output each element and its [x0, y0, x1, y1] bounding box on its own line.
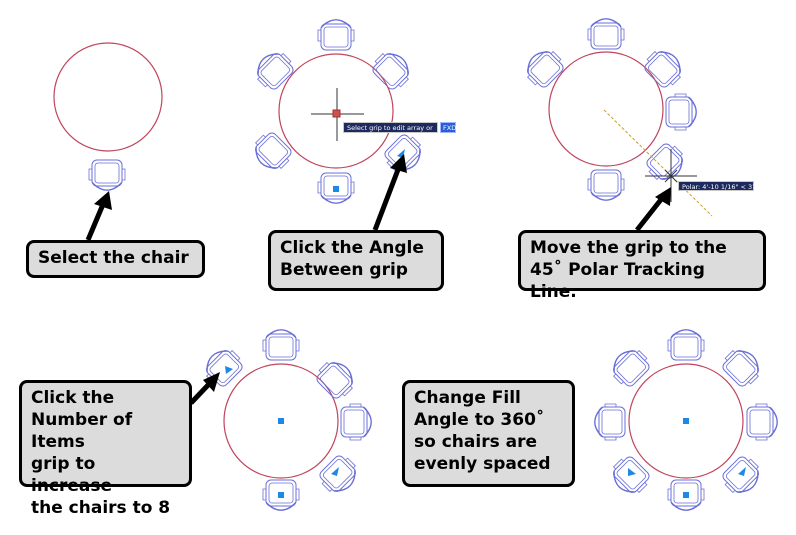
chair — [587, 18, 625, 50]
chair — [667, 329, 705, 361]
panel-5-fill — [594, 329, 778, 511]
center-grip[interactable] — [333, 186, 339, 192]
callout-angle-between: Click the Angle Between grip — [268, 230, 444, 291]
chair — [587, 169, 625, 201]
callout-fill-angle: Change Fill Angle to 360˚ so chairs are … — [402, 380, 575, 487]
chair-grip[interactable] — [278, 492, 284, 498]
panel-4-number — [189, 329, 372, 511]
polar-tracking-line — [603, 109, 713, 217]
table-circle — [223, 363, 339, 479]
arrow-head — [655, 187, 671, 206]
chair — [519, 43, 568, 92]
table-circle — [628, 363, 744, 479]
center-grip[interactable] — [683, 418, 689, 424]
panel-1-select — [53, 42, 163, 241]
chair — [317, 19, 355, 51]
chair — [718, 452, 767, 501]
grip-tooltip: Select grip to edit array or — [343, 122, 455, 133]
pointer-arrow — [189, 381, 212, 405]
pointer-arrow — [635, 195, 665, 232]
arrow-head — [94, 191, 112, 210]
chair — [594, 403, 626, 441]
chair — [249, 45, 298, 94]
center-grip[interactable] — [278, 418, 284, 424]
chair-grip[interactable] — [683, 492, 689, 498]
chair — [368, 45, 417, 94]
chair — [247, 128, 296, 177]
table-circle — [278, 53, 394, 169]
table-circle — [548, 51, 664, 167]
panel-3-polar — [519, 18, 713, 232]
chair — [340, 403, 372, 441]
number-of-items-grip[interactable] — [628, 468, 636, 476]
chair — [640, 43, 689, 92]
panel-2-angle — [247, 19, 429, 231]
polar-readout-tooltip: Polar: 4'-10 1/16" < 315° — [678, 181, 764, 191]
callout-number-items: Click the Number of Items grip to increa… — [19, 380, 192, 518]
angle-grip[interactable] — [331, 467, 339, 476]
chair — [718, 342, 767, 391]
grip-input-field[interactable]: FXD — [440, 122, 456, 133]
cursor-box — [332, 109, 341, 118]
pointer-arrow — [372, 166, 402, 231]
cursor-x — [664, 169, 678, 183]
chair — [746, 403, 778, 441]
chair — [605, 342, 654, 391]
pointer-arrow — [85, 201, 107, 241]
callout-select-chair: Select the chair — [26, 240, 205, 278]
callout-move-grip: Move the grip to the 45˚ Polar Tracking … — [518, 230, 766, 302]
arrow-head — [390, 154, 407, 173]
chair — [642, 139, 691, 188]
chair — [262, 329, 300, 361]
chair[interactable] — [88, 159, 126, 191]
grip-tooltip-text: Select grip to edit array or — [347, 124, 433, 132]
chair — [312, 354, 361, 403]
angle-grip[interactable] — [738, 467, 746, 476]
table-circle — [53, 42, 163, 152]
chair — [605, 452, 654, 501]
arrow-head — [203, 372, 220, 392]
chair — [665, 93, 697, 131]
number-of-items-grip[interactable] — [225, 366, 233, 374]
